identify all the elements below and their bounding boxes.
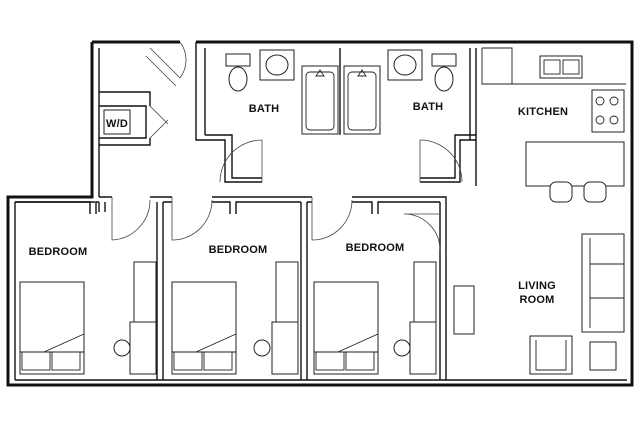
bath-right-fixtures [343,49,457,135]
label-bath-left: BATH [249,103,280,115]
toilet-bowl-right [434,66,454,92]
wardrobe-3 [413,261,437,323]
toilet-tank-right [431,53,457,67]
sofa [581,233,625,333]
doors [111,41,463,251]
kitchen-island [525,141,625,187]
room-labels: W/D BATH BATH KITCHEN BEDROOM BEDROOM BE… [29,101,568,306]
bedroom-2-furniture [171,261,299,375]
sink-right [393,54,417,76]
exterior-walls [6,40,634,387]
kitchen-fixtures [481,47,626,203]
tub-left [301,65,339,135]
desk-chair-3 [393,339,411,357]
label-room: ROOM [519,294,554,306]
bedroom-3-furniture [313,261,437,375]
desk-1 [129,321,157,375]
living-furniture [453,233,625,375]
bar-stool-1 [549,181,573,203]
label-kitchen: KITCHEN [518,106,568,118]
label-bath-right: BATH [413,101,444,113]
kitchen-sink [539,55,583,79]
label-wd: W/D [106,118,128,130]
side-table [589,341,617,371]
wardrobe-2 [275,261,299,323]
interior-walls [15,42,477,380]
label-bedroom-2: BEDROOM [209,244,268,256]
wardrobe-1 [133,261,157,323]
desk-2 [271,321,299,375]
bath-left-fixtures [225,49,339,135]
tub-right [343,65,381,135]
label-bedroom-3: BEDROOM [346,242,405,254]
desk-3 [409,321,437,375]
toilet-bowl-left [228,66,248,92]
tv-console [453,285,475,335]
sink-left [265,54,289,76]
armchair [529,335,573,375]
washer-dryer [103,109,131,135]
label-bedroom-1: BEDROOM [29,246,88,258]
desk-chair-1 [113,339,131,357]
label-living: LIVING [518,280,556,292]
desk-chair-2 [253,339,271,357]
stove [591,89,625,133]
bedroom-1-furniture [19,261,157,375]
toilet-tank-left [225,53,251,67]
bar-stool-2 [583,181,607,203]
